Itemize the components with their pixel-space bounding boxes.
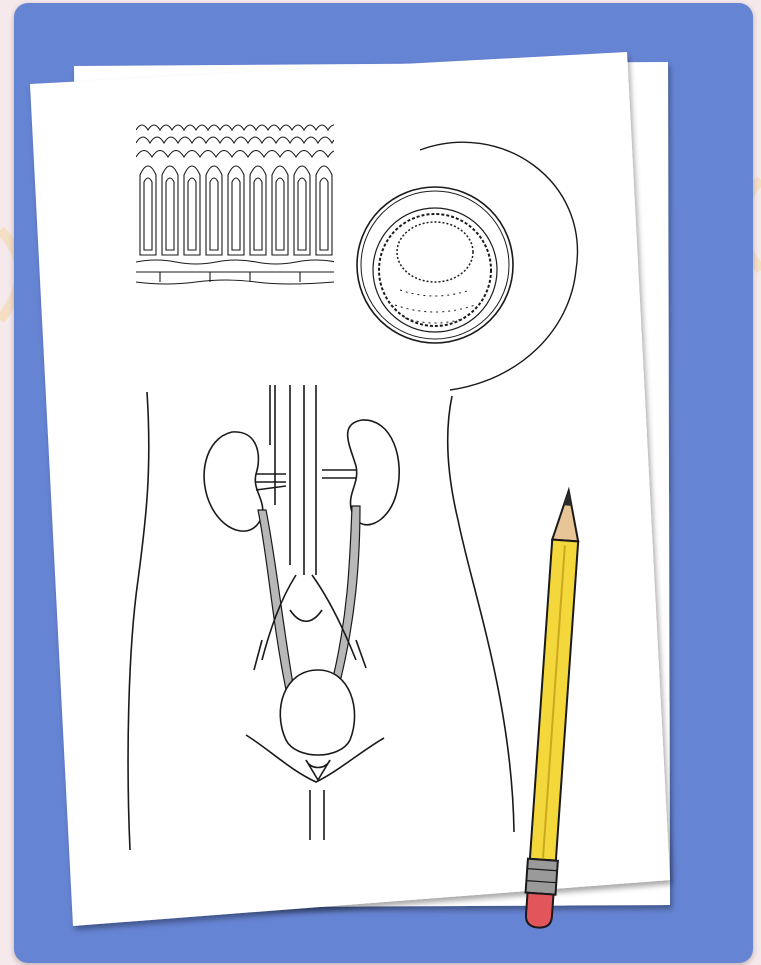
paper-stack xyxy=(30,52,670,926)
paper-front-sheet xyxy=(30,52,670,926)
bladder xyxy=(280,670,354,755)
